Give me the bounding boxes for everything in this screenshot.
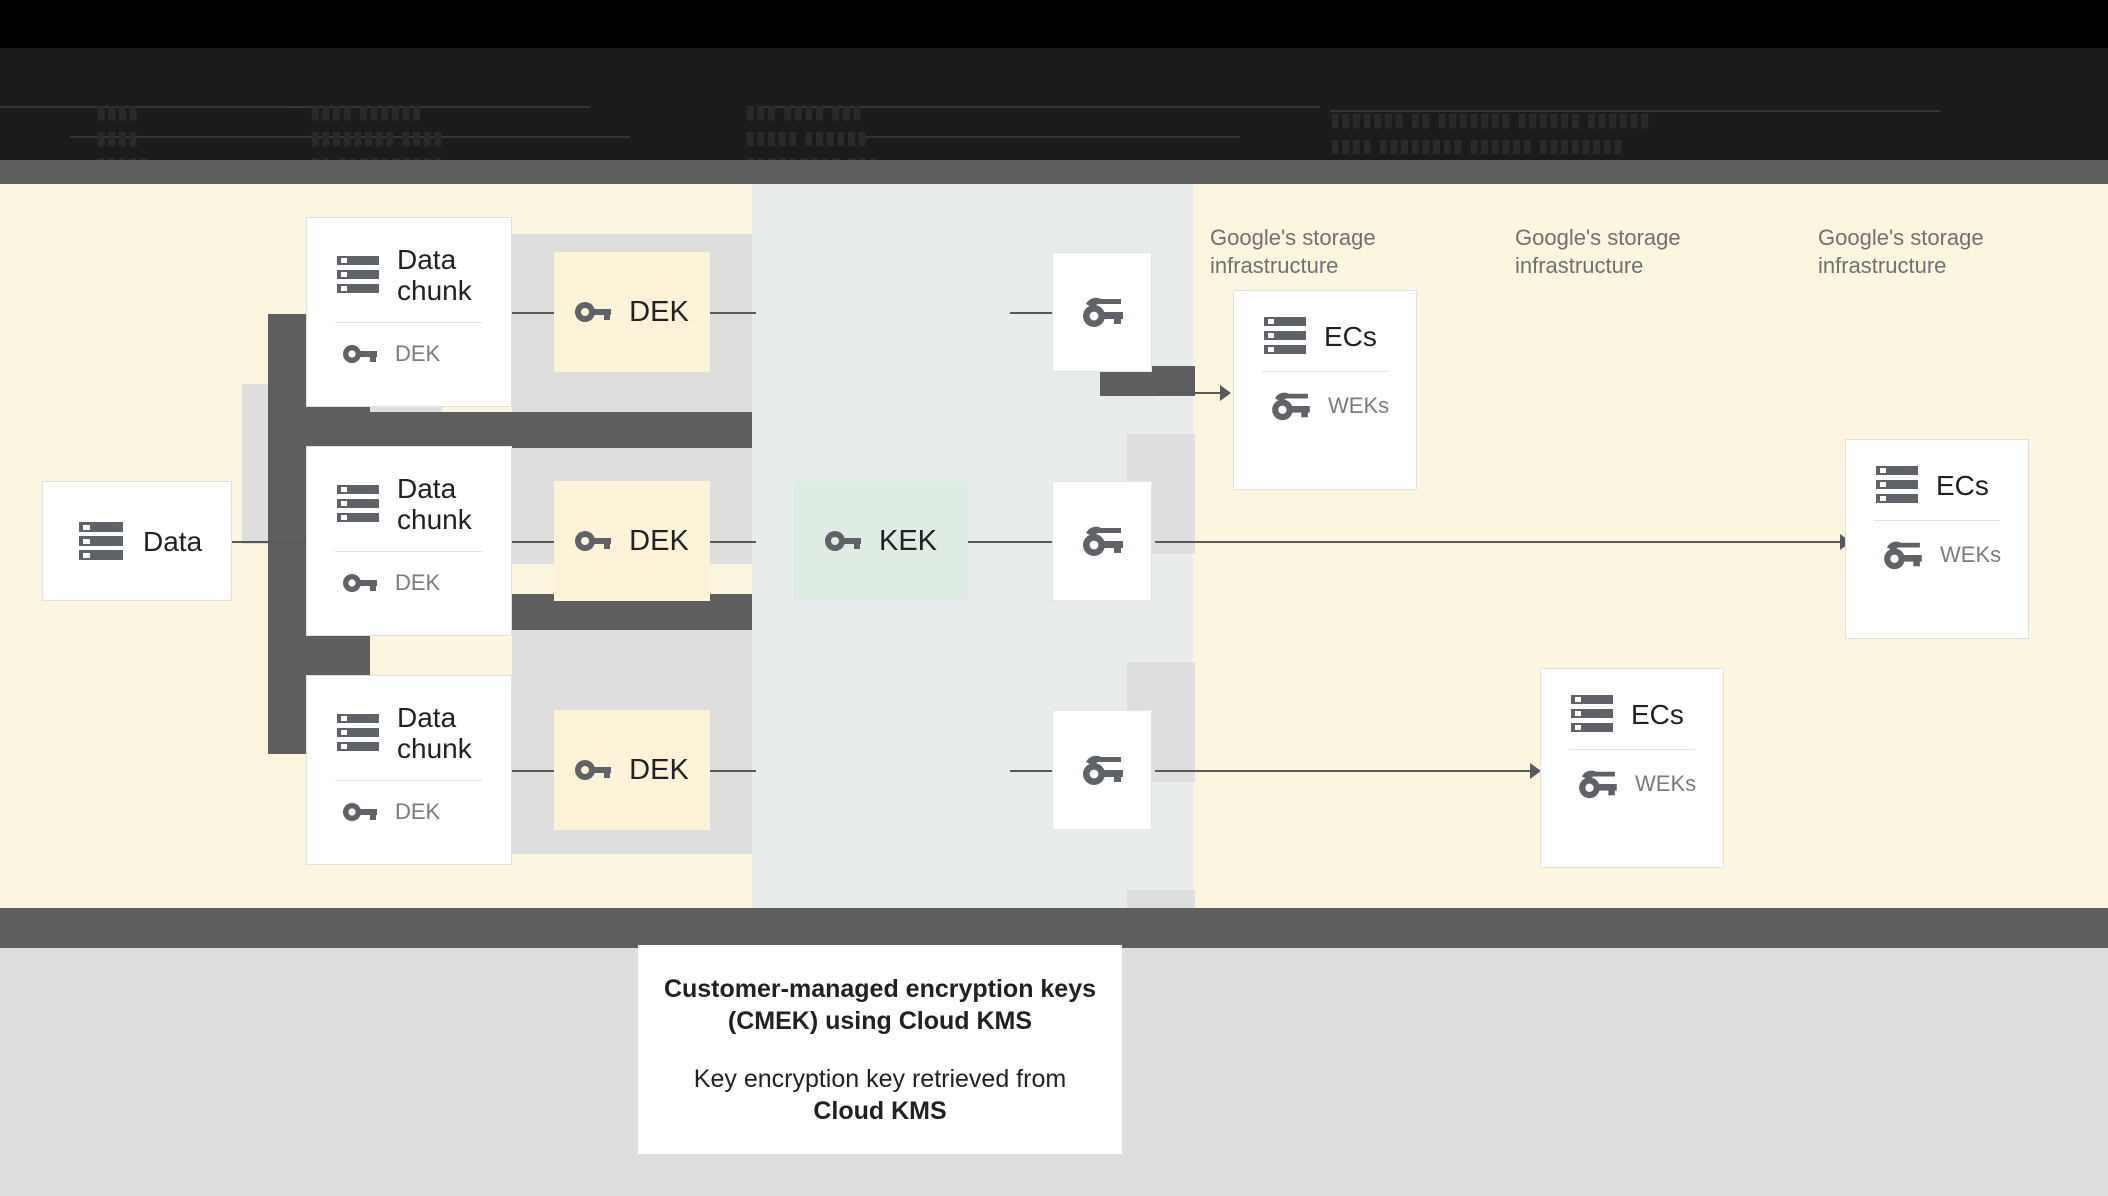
card-divider — [1874, 520, 2000, 521]
card-divider — [1262, 371, 1388, 372]
connector-line — [1155, 770, 1535, 772]
ecs-label: ECs — [1631, 698, 1684, 730]
connector-line — [710, 312, 756, 314]
banner-streak — [860, 136, 1240, 138]
wek-box-1[interactable] — [1052, 252, 1152, 372]
key-icon — [575, 300, 612, 324]
connector-line — [968, 541, 1010, 543]
storage-icon — [1876, 466, 1918, 504]
storage-icon — [1264, 317, 1306, 355]
double-key-icon — [1577, 768, 1617, 800]
caption-box: Customer-managed encryption keys (CMEK) … — [638, 945, 1122, 1154]
data-chunk-key-label: DEK — [395, 570, 441, 595]
data-chunk-label: Data chunk — [397, 244, 472, 306]
ecs-label: ECs — [1936, 469, 1989, 501]
ecs-card-1[interactable]: ECs WEKs — [1233, 290, 1417, 490]
ecs-label: ECs — [1324, 320, 1377, 352]
double-key-icon — [1081, 524, 1123, 558]
ecs-card-2[interactable]: ECs WEKs — [1845, 439, 2029, 639]
banner-text-column-2: ▮▮▮▮ ▮▮▮▮▮▮ ▮▮▮▮▮▮▮▮ ▮▮▮▮ ▮▮ ▮▮▮▮▮▮▮▮▮▮ — [310, 102, 444, 160]
dek-box-1[interactable]: DEK — [554, 252, 710, 372]
dek-label: DEK — [629, 753, 689, 786]
storage-icon — [337, 485, 379, 523]
card-divider — [335, 780, 483, 781]
key-icon — [343, 572, 377, 594]
connector-line — [512, 312, 554, 314]
wek-box-2[interactable] — [1052, 481, 1152, 601]
data-chunk-card-3[interactable]: Data chunk DEK — [306, 675, 512, 865]
top-banner-text-area: ▮▮▮▮ ▮▮▮▮ ▮▮▮▮▮ ▮▮▮▮ ▮▮▮▮▮▮ ▮▮▮▮▮▮▮▮ ▮▮▮… — [0, 48, 2108, 160]
connector-line — [1010, 770, 1052, 772]
key-icon — [824, 529, 861, 553]
kek-label: KEK — [878, 524, 938, 557]
dek-box-2[interactable]: DEK — [554, 481, 710, 601]
dek-label: DEK — [629, 524, 689, 557]
connector-line — [710, 770, 756, 772]
storage-icon — [337, 714, 379, 752]
kek-box[interactable]: KEK — [794, 481, 968, 601]
storage-icon — [337, 256, 379, 294]
data-chunk-key-label: DEK — [395, 799, 441, 824]
data-chunk-card-2[interactable]: Data chunk DEK — [306, 446, 512, 636]
banner-text-column-4: ▮▮▮▮▮▮▮ ▮▮ ▮▮▮▮▮▮▮ ▮▮▮▮▮▮ ▮▮▮▮▮▮ ▮▮▮▮ ▮▮… — [1330, 110, 1651, 157]
banner-bottom-bar — [0, 160, 2108, 184]
column-heading-3: Google's storage infrastructure — [1818, 225, 1984, 278]
connector-line — [1010, 312, 1052, 314]
key-icon — [343, 801, 377, 823]
wek-box-3[interactable] — [1052, 710, 1152, 830]
banner-streak — [1330, 110, 1940, 112]
banner-streak — [760, 106, 1320, 108]
dek-box-3[interactable]: DEK — [554, 710, 710, 830]
connector-line — [1155, 392, 1225, 394]
double-key-icon — [1081, 753, 1123, 787]
diagram-canvas: Google's storage infrastructure Google's… — [0, 184, 2108, 1010]
banner-text-column-3: ▮▮▮ ▮▮▮▮ ▮▮▮ ▮▮▮▮▮ ▮▮▮▮▮▮ ▮▮▮▮▮▮▮▮▮ ▮▮▮ — [745, 102, 878, 160]
ecs-key-label: WEKs — [1635, 771, 1697, 796]
key-icon — [575, 529, 612, 553]
connector-line — [232, 541, 312, 543]
card-divider — [335, 322, 483, 323]
connector-line — [710, 541, 756, 543]
ecs-key-label: WEKs — [1940, 542, 2002, 567]
column-heading-1: Google's storage infrastructure — [1210, 225, 1376, 278]
connector-line — [512, 541, 554, 543]
double-key-icon — [1081, 295, 1123, 329]
data-source-label: Data — [143, 525, 203, 557]
caption-subtitle-line-b: Cloud KMS — [813, 1096, 947, 1125]
column-heading-2: Google's storage infrastructure — [1515, 225, 1681, 278]
connector-line — [1155, 541, 1845, 543]
key-icon — [575, 758, 612, 782]
connector-line — [1010, 541, 1052, 543]
double-key-icon — [1270, 390, 1310, 422]
data-chunk-label: Data chunk — [397, 473, 472, 535]
double-key-icon — [1882, 539, 1922, 571]
data-chunk-card-1[interactable]: Data chunk DEK — [306, 217, 512, 407]
diagram-bottom-bar — [0, 908, 2108, 948]
key-icon — [343, 343, 377, 365]
data-chunk-key-label: DEK — [395, 341, 441, 366]
redaction-bar — [268, 412, 752, 448]
banner-text-column-1: ▮▮▮▮ ▮▮▮▮ ▮▮▮▮▮ — [96, 102, 149, 160]
arrow-head-icon — [1530, 763, 1541, 779]
ecs-key-label: WEKs — [1328, 393, 1390, 418]
banner-streak — [290, 106, 590, 108]
arrow-head-icon — [1220, 385, 1231, 401]
data-source-card[interactable]: Data — [42, 481, 232, 601]
card-divider — [1569, 749, 1695, 750]
connector-line — [512, 770, 554, 772]
banner-streak — [70, 136, 630, 138]
card-divider — [335, 551, 483, 552]
data-chunk-label: Data chunk — [397, 702, 472, 764]
banner-streak — [0, 106, 300, 108]
caption-title: Customer-managed encryption keys (CMEK) … — [663, 974, 1097, 1035]
storage-icon — [79, 521, 123, 561]
dek-label: DEK — [629, 295, 689, 328]
storage-icon — [1571, 695, 1613, 733]
caption-subtitle-line-a: Key encryption key retrieved from — [693, 1064, 1067, 1093]
top-banner: ▮▮▮▮ ▮▮▮▮ ▮▮▮▮▮ ▮▮▮▮ ▮▮▮▮▮▮ ▮▮▮▮▮▮▮▮ ▮▮▮… — [0, 0, 2108, 160]
ecs-card-3[interactable]: ECs WEKs — [1540, 668, 1724, 868]
caption-subtitle: Key encryption key retrieved from Cloud … — [694, 1063, 1066, 1127]
